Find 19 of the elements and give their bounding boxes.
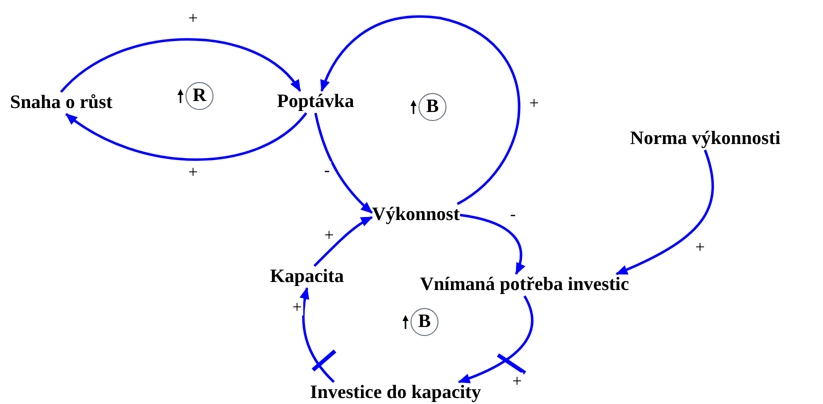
variable-label: Investice do kapacity	[310, 382, 481, 404]
variable-label: Kapacita	[270, 266, 344, 288]
arrow	[320, 15, 520, 206]
arrow	[314, 216, 373, 267]
arrow	[65, 112, 308, 161]
loop-marker: B	[410, 308, 438, 336]
arrow	[314, 112, 373, 214]
arrow	[300, 287, 335, 383]
variable-label: Snaha o růst	[10, 92, 112, 114]
arrow	[458, 295, 534, 384]
loop-marker: B	[418, 93, 446, 121]
variable-label: Norma výkonnosti	[630, 128, 780, 150]
variable-label: Poptávka	[277, 91, 354, 113]
arrow	[616, 150, 714, 276]
variable-label: Vnímaná potřeba investic	[420, 274, 629, 296]
variable-label: Výkonnost	[372, 204, 460, 226]
loop-marker: R	[186, 82, 214, 110]
arrow	[60, 38, 302, 93]
arrow	[460, 214, 525, 275]
